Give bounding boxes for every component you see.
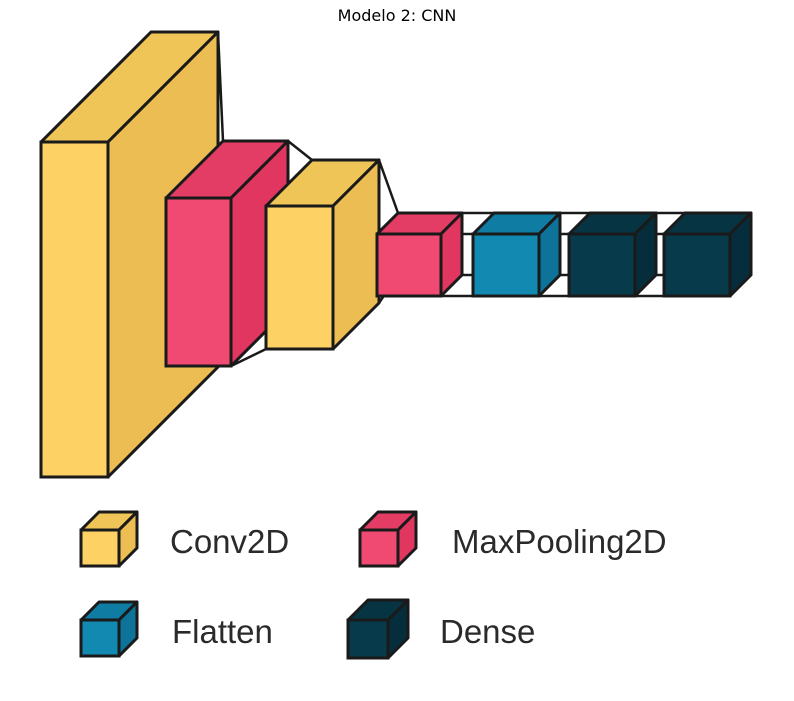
- diagram-title: Modelo 2: CNN: [337, 6, 457, 25]
- connector-line: [377, 159, 400, 214]
- legend: Conv2D MaxPooling2D Flatten Dense: [79, 510, 667, 660]
- conv2d-block: [264, 158, 381, 351]
- dense-block: [662, 211, 753, 298]
- legend-label-flatten: Flatten: [172, 613, 273, 650]
- maxpooling2d-legend-icon: [358, 510, 418, 568]
- legend-label-conv2d: Conv2D: [170, 523, 289, 560]
- dense-block: [567, 211, 658, 298]
- legend-label-maxpooling2d: MaxPooling2D: [452, 523, 667, 560]
- conv2d-legend-icon: [79, 510, 139, 568]
- dense-legend-icon: [346, 598, 410, 660]
- connector-line: [230, 347, 267, 368]
- legend-label-dense: Dense: [440, 613, 535, 650]
- flatten-block: [471, 211, 562, 298]
- maxpooling2d-block: [375, 211, 464, 298]
- layer-blocks: [39, 30, 753, 479]
- connector-line: [287, 140, 313, 161]
- flatten-legend-icon: [79, 600, 139, 658]
